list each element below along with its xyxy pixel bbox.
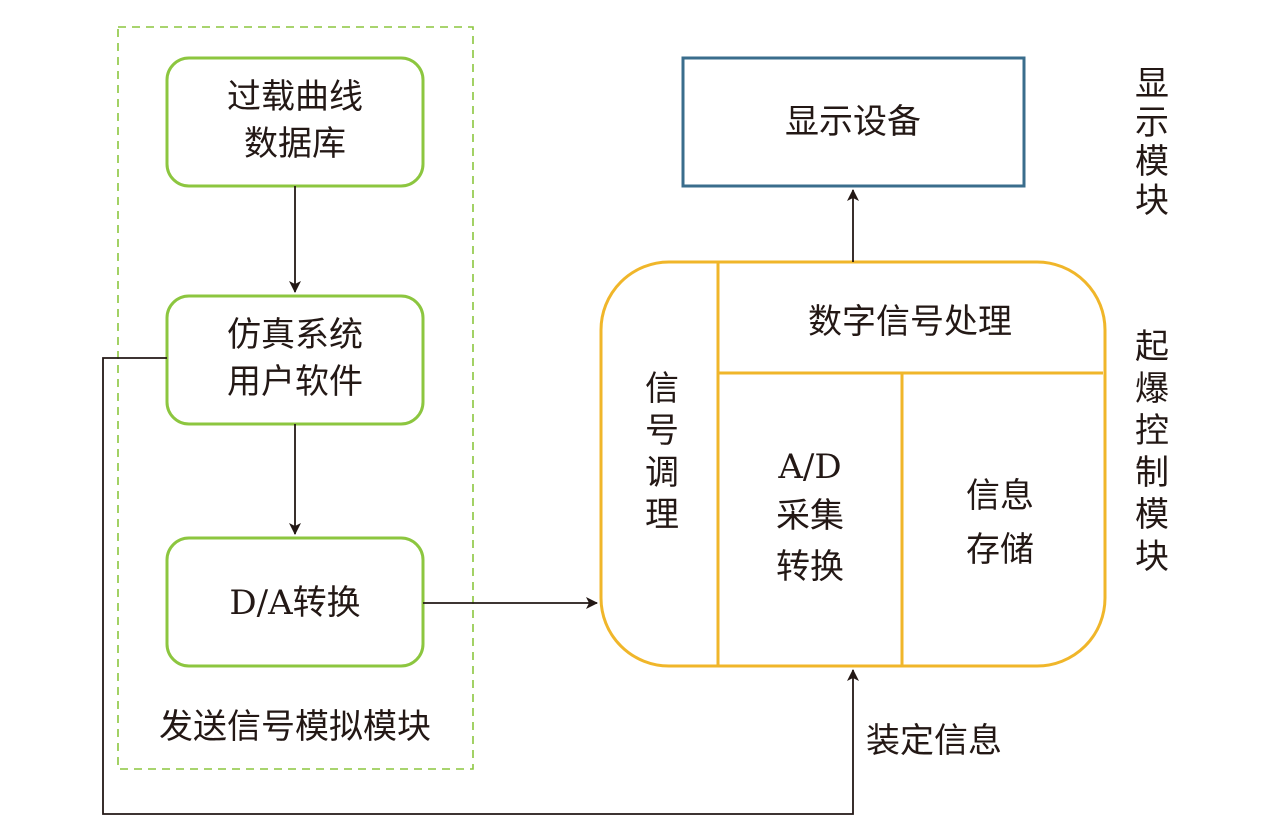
display-module-label: 显 示 模 块 — [1135, 64, 1169, 221]
sender-module-boundary — [117, 26, 474, 770]
detonation-module-char: 制 — [1135, 453, 1169, 493]
info-storage-line-1: 信息 — [966, 476, 1034, 516]
loading-info-label: 装定信息 — [866, 721, 1002, 761]
detonation-module-label: 起 爆 控 制 模 块 — [1135, 327, 1169, 577]
detonation-module-char: 控 — [1135, 411, 1169, 451]
display-module-char: 模 — [1135, 142, 1169, 182]
database-label-line-2: 数据库 — [244, 124, 346, 164]
signal-conditioning-char: 号 — [645, 411, 679, 451]
ad-acquisition-line-1: A/D — [777, 447, 841, 487]
ad-acquisition-line-2: 采集 — [776, 496, 844, 536]
display-device-label: 显示设备 — [785, 102, 921, 142]
signal-conditioning-char: 理 — [645, 495, 679, 535]
detonation-module-char: 起 — [1135, 327, 1169, 367]
signal-conditioning-label: 信 号 调 理 — [645, 369, 679, 535]
signal-conditioning-char: 调 — [645, 453, 679, 493]
detonation-control-block: 数字信号处理 信 号 调 理 A/D 采集 转换 信息 存储 — [599, 260, 1107, 668]
detonation-module-char: 块 — [1135, 537, 1169, 577]
sender-module-label: 发送信号模拟模块 — [159, 707, 431, 747]
da-conversion-node: D/A转换 — [165, 536, 425, 668]
simulation-label-line-2: 用户软件 — [227, 362, 363, 402]
simulation-label-line-1: 仿真系统 — [227, 315, 363, 355]
ad-acquisition-line-3: 转换 — [776, 547, 844, 587]
info-storage-line-2: 存储 — [966, 530, 1034, 570]
display-module-char: 示 — [1135, 103, 1169, 143]
arrow-simulation-loading-info — [102, 357, 859, 815]
display-module-char: 块 — [1135, 181, 1169, 221]
detonation-module-char: 爆 — [1135, 369, 1169, 409]
database-label-line-1: 过载曲线 — [227, 77, 363, 117]
display-module-char: 显 — [1135, 64, 1169, 104]
digital-processing-label: 数字信号处理 — [808, 302, 1012, 342]
signal-conditioning-char: 信 — [645, 369, 679, 409]
detonation-module-char: 模 — [1135, 495, 1169, 535]
display-device-node: 显示设备 — [681, 56, 1026, 188]
simulation-software-node: 仿真系统 用户软件 — [165, 294, 425, 426]
database-node: 过载曲线 数据库 — [165, 56, 425, 188]
da-conversion-label: D/A转换 — [229, 583, 360, 623]
